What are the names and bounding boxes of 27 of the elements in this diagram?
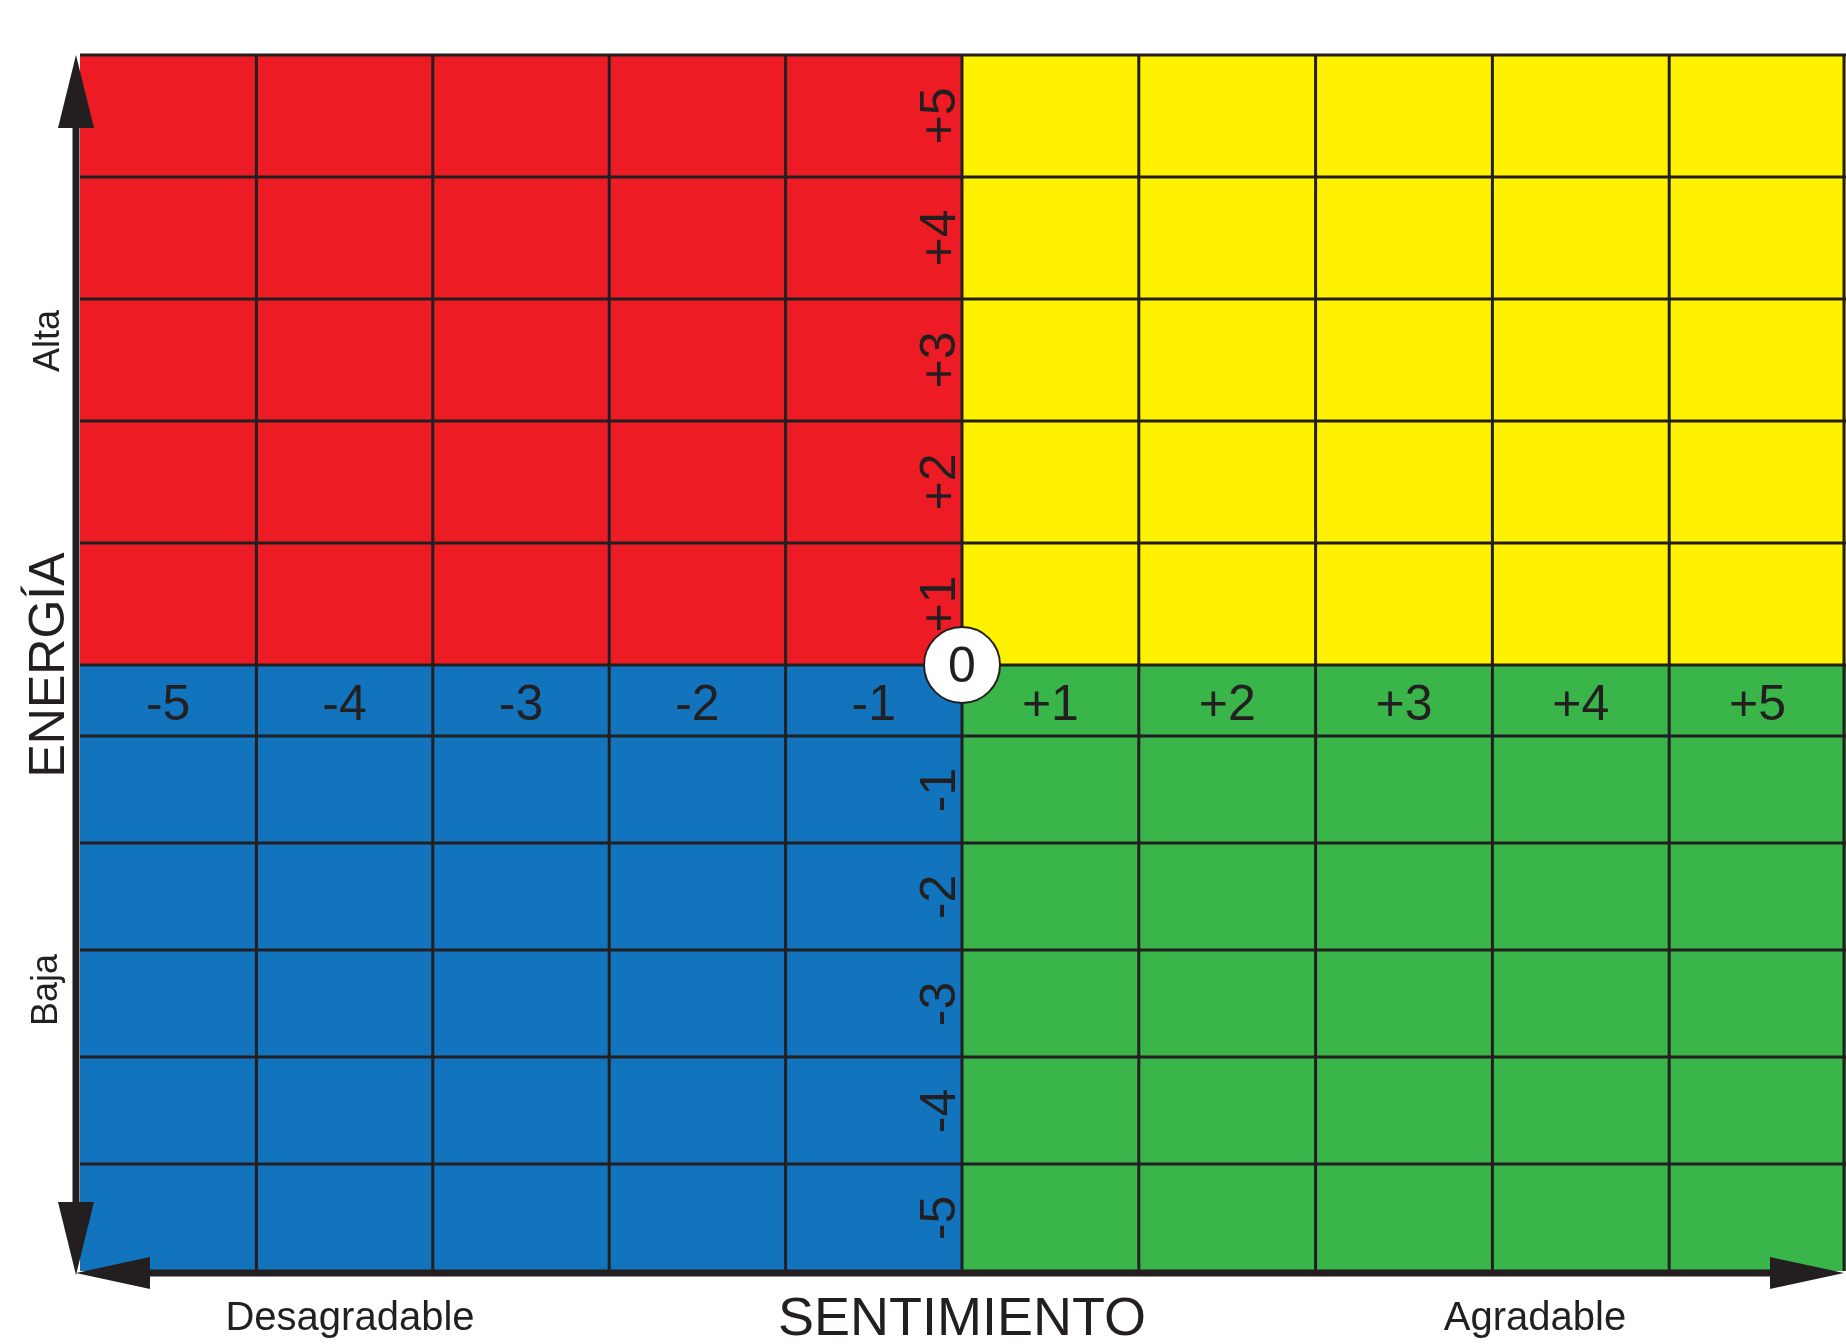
axis-number: +2 — [1198, 677, 1256, 728]
axis-number: -2 — [913, 874, 963, 919]
axis-number: -1 — [913, 767, 963, 812]
axis-level-label: Alta — [29, 310, 65, 372]
axis-number: +4 — [1552, 677, 1610, 728]
axis-number: +1 — [913, 575, 963, 633]
axis-number: +3 — [1375, 677, 1433, 728]
axis-title: SENTIMIENTO — [778, 1289, 1146, 1343]
axis-level-label: Desagradable — [225, 1296, 475, 1336]
axis-level-label: Agradable — [1443, 1296, 1627, 1336]
origin-label: 0 — [948, 640, 976, 690]
axis-number: +1 — [1021, 677, 1079, 728]
axis-number: -5 — [913, 1195, 963, 1240]
axis-number: -4 — [913, 1088, 963, 1133]
axis-number: -5 — [145, 677, 191, 728]
axis-number: +5 — [913, 87, 963, 145]
axis-number: -1 — [851, 677, 897, 728]
axis-number: -2 — [675, 677, 720, 728]
axis-number: -3 — [913, 981, 963, 1026]
axis-number: +4 — [913, 209, 963, 267]
axis-level-label: Baja — [27, 953, 63, 1027]
axis-number: -4 — [322, 677, 367, 728]
axis-number: +5 — [1729, 677, 1787, 728]
axis-title: ENERGÍA — [22, 552, 72, 778]
axis-number: +3 — [913, 331, 963, 389]
axis-number: -3 — [498, 677, 544, 728]
axis-number: +2 — [913, 453, 963, 511]
